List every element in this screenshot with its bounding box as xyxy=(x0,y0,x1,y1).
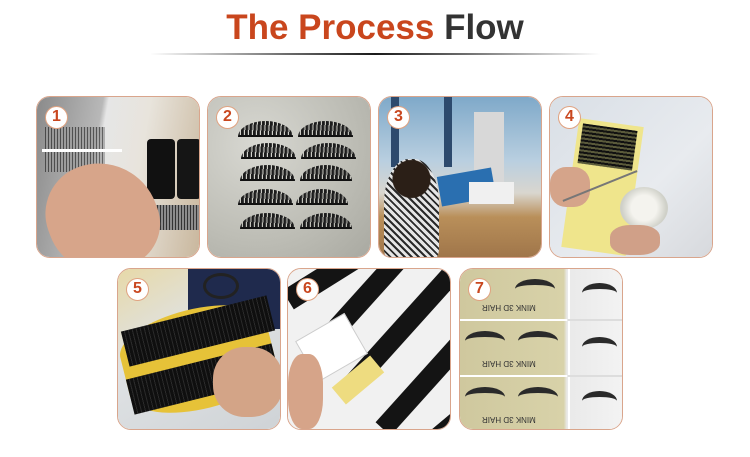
step-card-3: 3 xyxy=(378,96,542,258)
step-1-photo xyxy=(37,97,199,257)
title-divider xyxy=(150,53,600,55)
title-dark: Flow xyxy=(444,8,524,47)
step-card-7: MINK 3D HAIR MINK 3D HAIR MINK 3D HAIR 7 xyxy=(459,268,623,430)
step-2-photo xyxy=(208,97,370,257)
packaging-label: MINK 3D HAIR xyxy=(482,359,536,368)
step-number-badge: 1 xyxy=(45,106,68,129)
step-card-1: 1 xyxy=(36,96,200,258)
step-number-badge: 6 xyxy=(296,278,319,301)
title-accent: The Process xyxy=(226,8,435,47)
step-card-6: 6 xyxy=(287,268,451,430)
step-number-badge: 4 xyxy=(558,106,581,129)
packaging-label: MINK 3D HAIR xyxy=(482,415,536,424)
step-card-5: 5 xyxy=(117,268,281,430)
step-number-badge: 7 xyxy=(468,278,491,301)
step-number-badge: 5 xyxy=(126,278,149,301)
step-number-badge: 2 xyxy=(216,106,239,129)
step-card-4: 4 xyxy=(549,96,713,258)
step-card-2: 2 xyxy=(207,96,371,258)
packaging-label: MINK 3D HAIR xyxy=(482,303,536,312)
page-title: The Process Flow xyxy=(0,8,750,48)
step-number-badge: 3 xyxy=(387,106,410,129)
